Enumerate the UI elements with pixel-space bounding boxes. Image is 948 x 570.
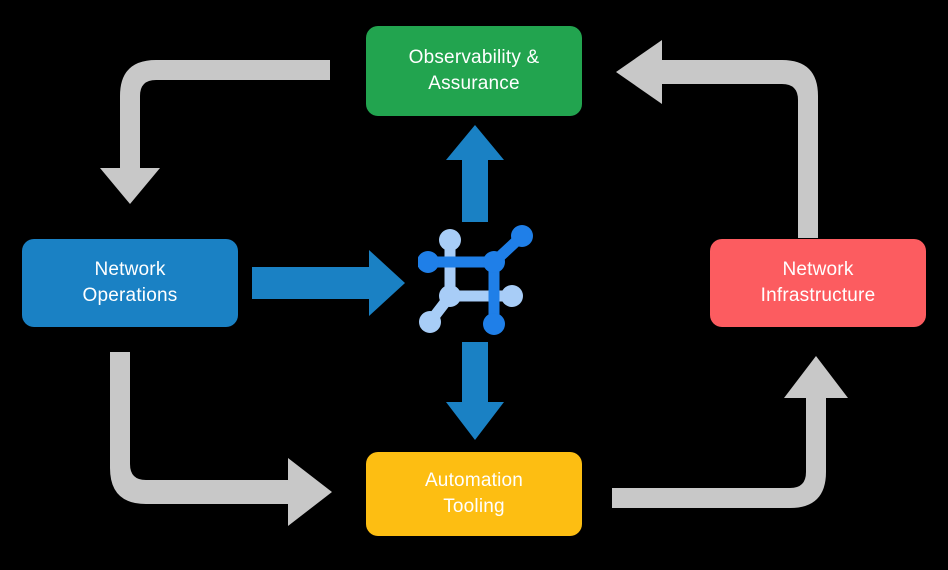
node-box-operations[interactable]: Network Operations: [22, 239, 238, 327]
blue-arrow-down: [446, 342, 504, 440]
node-label-operations: Network Operations: [83, 257, 178, 309]
gray-elbow-arrow-bottom-right: [612, 356, 848, 508]
network-mesh-light-nodes: [419, 229, 523, 333]
gray-elbow-arrow-top-left: [100, 60, 330, 204]
node-label-infrastructure-line1: Network: [782, 258, 854, 280]
node-label-automation-line1: Automation: [424, 469, 524, 491]
node-box-infrastructure[interactable]: Network Infrastructure: [710, 239, 926, 327]
node-label-observability-line2: Assurance: [428, 73, 520, 94]
node-label-infrastructure: Network Infrastructure: [761, 257, 876, 309]
node-box-observability[interactable]: Observability & Assurance: [366, 26, 582, 116]
node-label-operations-line2: Operations: [82, 285, 178, 306]
gray-elbow-arrow-top-right: [616, 40, 818, 238]
node-label-automation: Automation Tooling: [425, 468, 523, 520]
network-mesh-icon: [418, 225, 533, 335]
node-label-observability: Observability & Assurance: [409, 45, 540, 97]
blue-arrow-up: [446, 125, 504, 222]
gray-elbow-arrow-bottom-left: [110, 352, 332, 526]
node-label-infrastructure-line2: Infrastructure: [760, 285, 876, 306]
node-label-operations-line1: Network: [94, 258, 166, 280]
node-box-automation[interactable]: Automation Tooling: [366, 452, 582, 536]
node-label-automation-line2: Tooling: [443, 496, 505, 517]
network-mesh-dark-nodes: [418, 225, 533, 335]
blue-arrow-right: [252, 250, 405, 316]
node-label-observability-line1: Observability &: [408, 46, 540, 68]
